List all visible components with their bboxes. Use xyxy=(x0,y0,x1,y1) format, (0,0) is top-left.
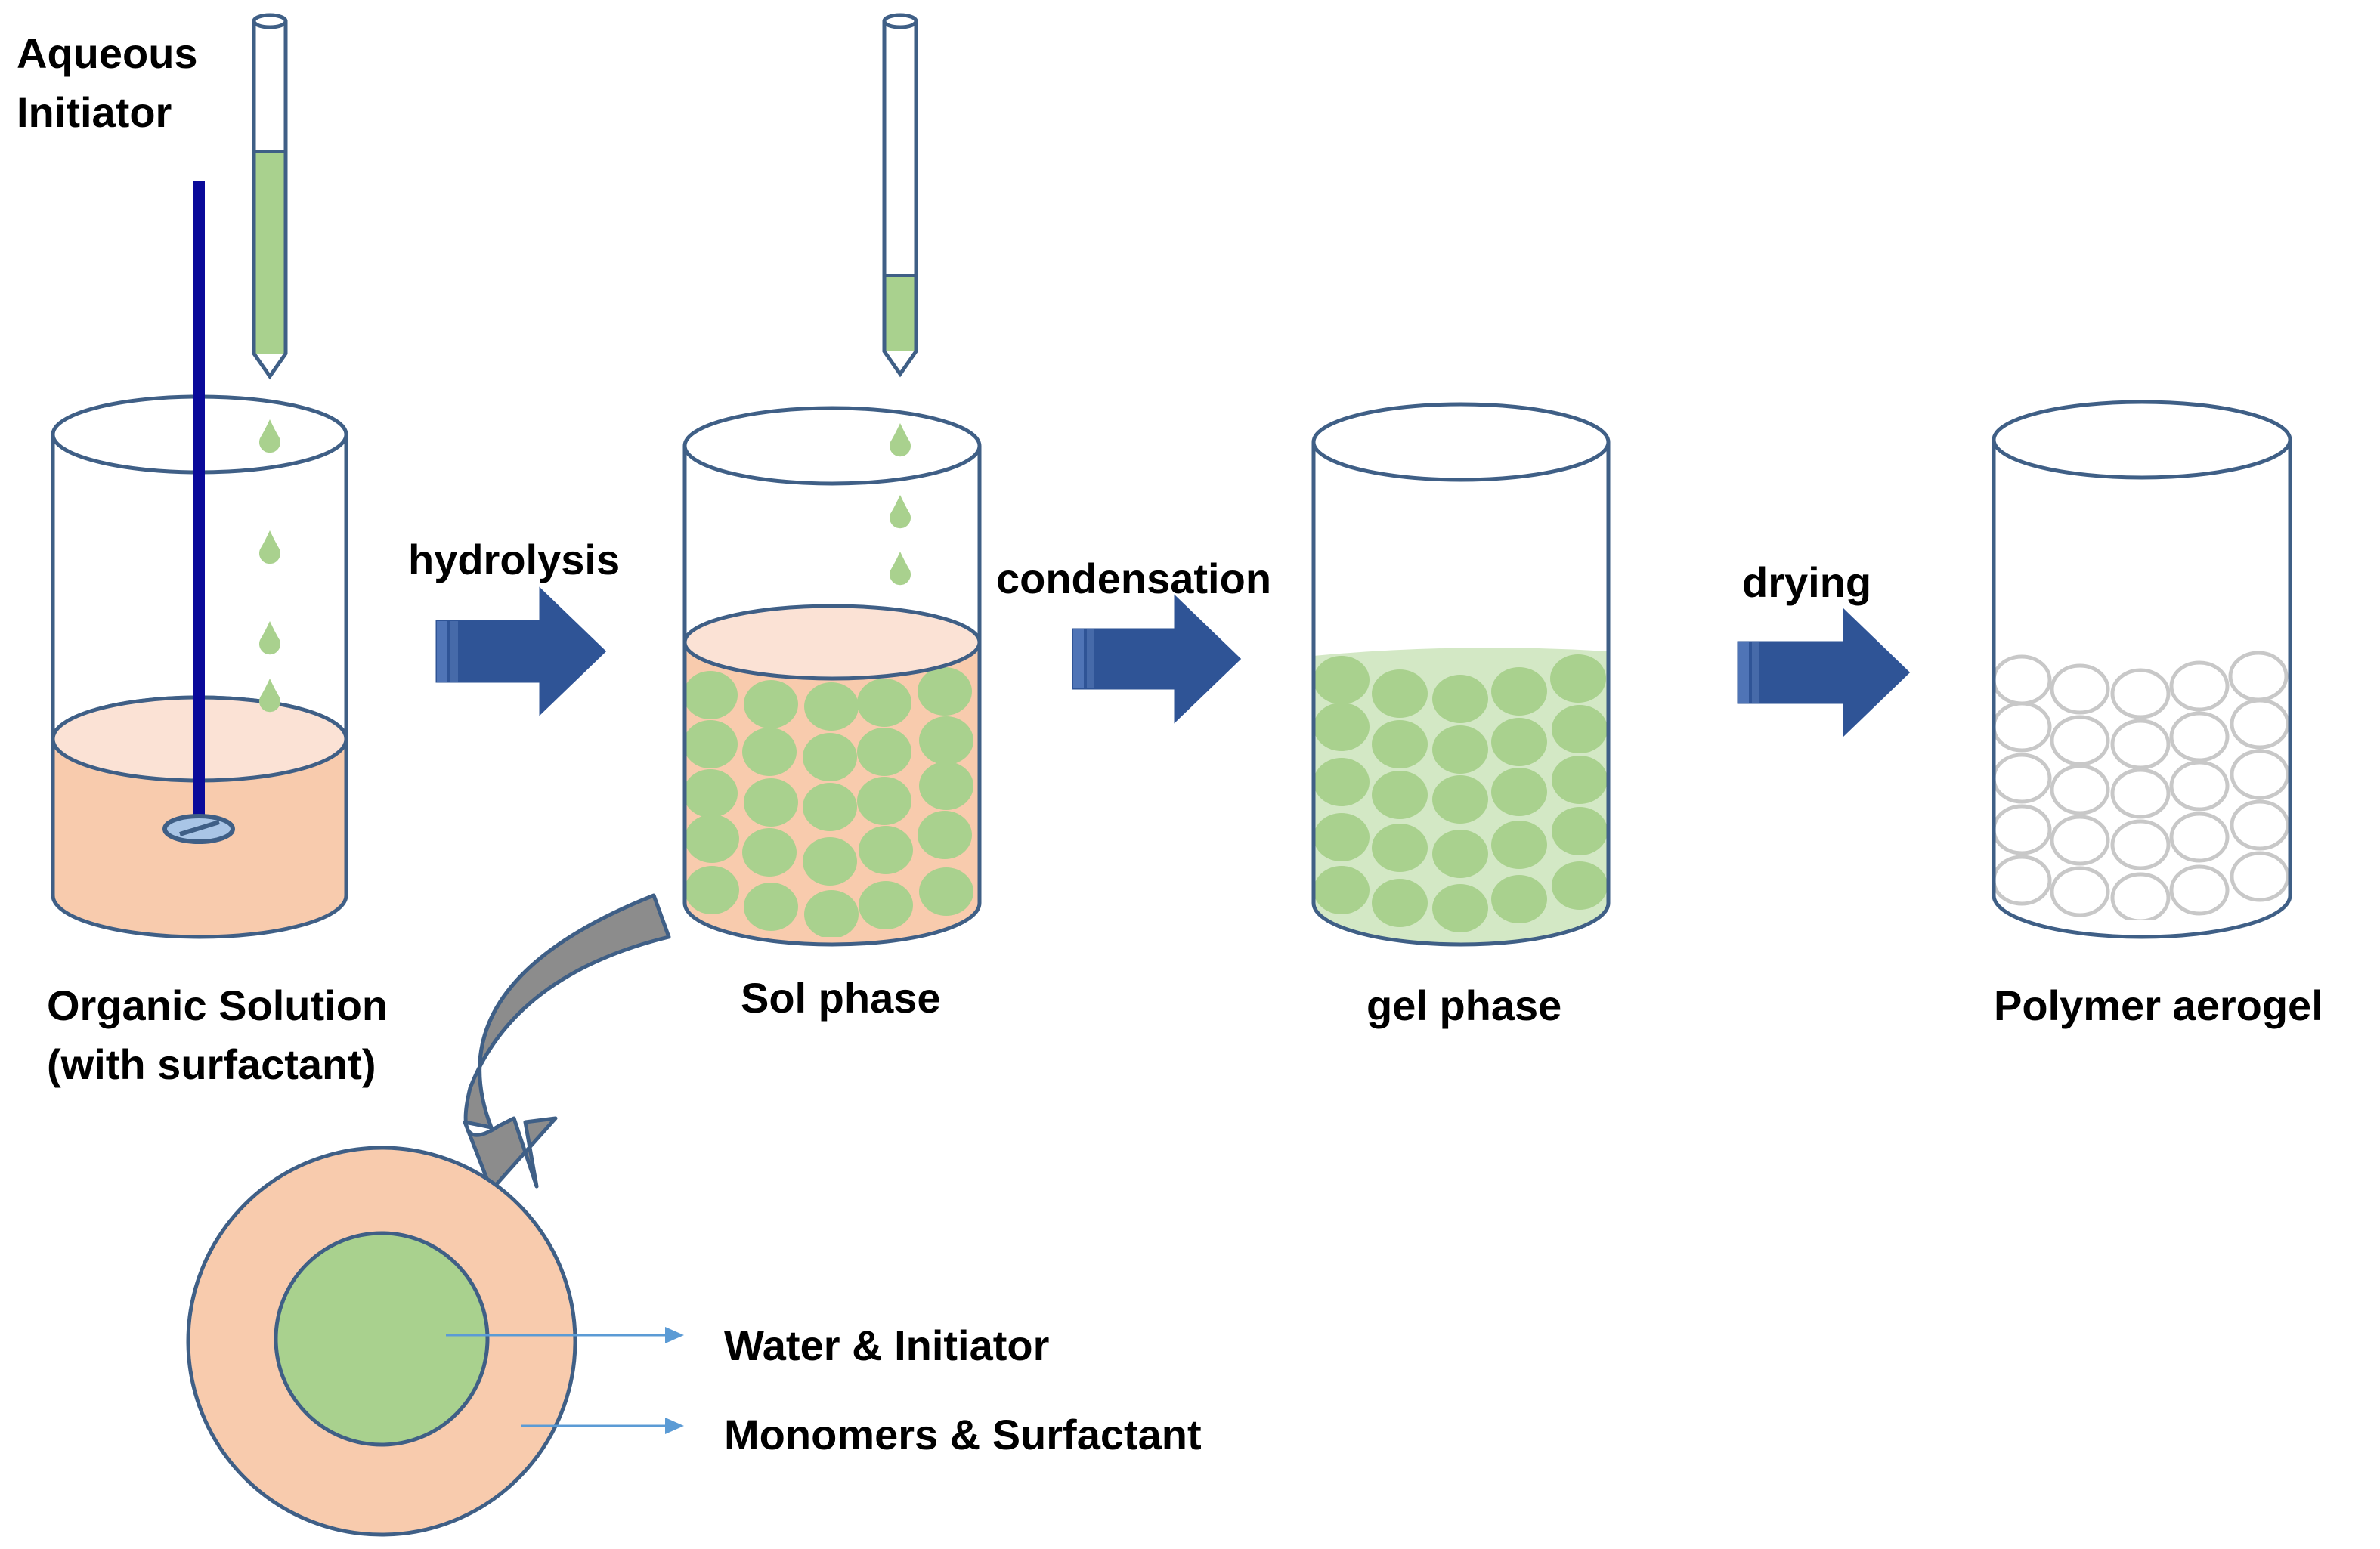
arrow-condensation xyxy=(1072,594,1242,724)
droplet xyxy=(259,419,280,453)
droplet xyxy=(890,495,911,529)
label-gel-phase: gel phase xyxy=(1366,982,1561,1029)
droplet xyxy=(259,679,280,713)
label-monomers-surfactant: Monomers & Surfactant xyxy=(724,1411,1202,1458)
label-hydrolysis: hydrolysis xyxy=(408,536,620,583)
arrow-drying xyxy=(1737,608,1911,737)
droplet xyxy=(890,552,911,586)
label-sol-phase: Sol phase xyxy=(741,974,941,1022)
label-aqueous-line2: Initiator xyxy=(17,88,172,136)
pointer-arrowhead-monomers xyxy=(665,1418,684,1434)
label-water-initiator: Water & Initiator xyxy=(724,1322,1049,1369)
pipette-aqueous-initiator xyxy=(252,13,288,380)
droplet xyxy=(259,621,280,655)
beaker-sol-phase xyxy=(682,406,982,947)
pipette-sol xyxy=(882,13,918,378)
sol-particles xyxy=(685,667,973,937)
droplet xyxy=(890,423,911,457)
beaker-polymer-aerogel xyxy=(1992,400,2292,939)
droplets-initiator xyxy=(259,419,280,713)
stirrer xyxy=(162,181,235,844)
inner-core-water-initiator xyxy=(274,1231,490,1447)
aerogel-pores xyxy=(1994,651,2290,920)
droplets-sol xyxy=(890,423,911,586)
gel-particles xyxy=(1314,654,1608,932)
label-condensation: condensation xyxy=(996,555,1271,602)
pointer-arrowhead-water xyxy=(665,1327,684,1343)
arrow-hydrolysis xyxy=(435,586,607,716)
label-aqueous-line1: Aqueous xyxy=(17,29,198,77)
droplet xyxy=(259,530,280,564)
label-drying: drying xyxy=(1742,558,1871,606)
zoom-arrow xyxy=(463,893,671,1192)
label-organic-line1: Organic Solution xyxy=(47,982,388,1029)
label-organic-line2: (with surfactant) xyxy=(47,1040,376,1088)
label-polymer-aerogel: Polymer aerogel xyxy=(1994,982,2323,1029)
beaker-gel-phase xyxy=(1311,402,1611,947)
droplet-cross-section xyxy=(186,1146,684,1537)
